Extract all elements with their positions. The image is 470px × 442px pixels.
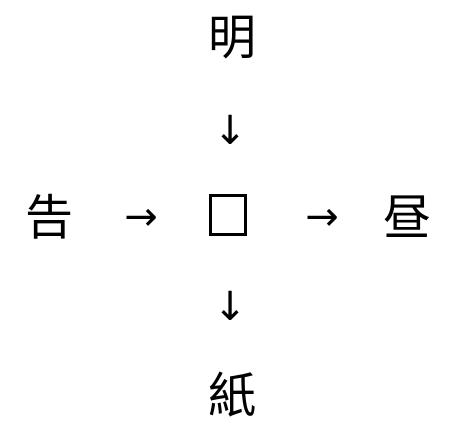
kanji-bottom: 紙 xyxy=(207,368,256,424)
kanji-right: 昼 xyxy=(382,190,431,246)
arrow-right-right: → xyxy=(305,194,339,240)
answer-box[interactable] xyxy=(209,194,247,236)
kanji-top: 明 xyxy=(207,10,256,66)
arrow-down-bottom: ↓ xyxy=(213,284,247,330)
arrow-right-left: → xyxy=(124,194,158,240)
kanji-left: 告 xyxy=(24,190,73,246)
arrow-down-top: ↓ xyxy=(213,108,247,154)
